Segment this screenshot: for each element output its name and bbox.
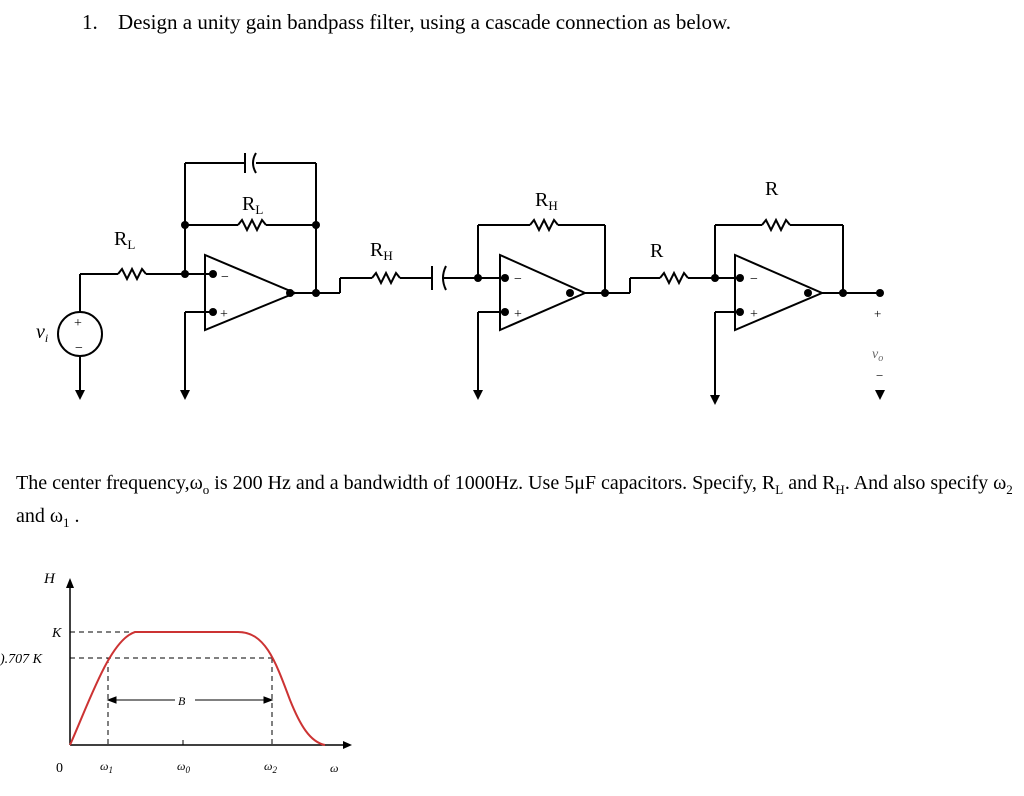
opamp-1-minus: −: [221, 270, 229, 285]
source-minus: −: [75, 341, 83, 356]
label-rh-feedback: RH: [535, 189, 558, 213]
label-rl-input: RL: [114, 228, 135, 252]
capacitor-1-curve: [252, 152, 257, 174]
resistor-rh-input-icon: [371, 270, 401, 286]
response-curve: [69, 631, 326, 746]
resistor-rh-feedback-icon: [529, 217, 559, 233]
opamp-3-minus: −: [750, 272, 758, 287]
resistor-rl-feedback-icon: [237, 217, 267, 233]
x-tick-w1: ω1: [100, 759, 113, 775]
resistor-r-input-icon: [659, 270, 689, 286]
label-vo: vo: [872, 347, 883, 364]
y-axis-label: H: [43, 571, 56, 587]
label-vo-minus: −: [876, 368, 883, 383]
opamp-2-plus: +: [514, 307, 522, 322]
y-tick-707: ).707 K: [0, 652, 43, 667]
problem-description: The center frequency,ωo is 200 Hz and a …: [16, 472, 1013, 530]
x-tick-w0: ω0: [177, 759, 190, 775]
resistor-r-feedback-icon: [761, 217, 791, 233]
source-plus: +: [74, 316, 82, 331]
frequency-response-graph: H K ).707 K B 0 ω1 ω0 ω2 ω: [0, 571, 352, 776]
circuit-diagram: RL RL RH RH R R vi vo + − + − − + − + − …: [36, 152, 885, 405]
opamp-3-plus: +: [750, 307, 758, 322]
opamp-1-plus: +: [220, 307, 228, 322]
label-vo-plus: +: [874, 306, 881, 321]
y-tick-k: K: [51, 626, 62, 641]
label-r-input: R: [650, 240, 664, 262]
bandwidth-label: B: [178, 694, 186, 708]
opamp-2-icon: [499, 253, 588, 332]
question-text: Design a unity gain bandpass filter, usi…: [118, 10, 732, 34]
opamp-2-minus: −: [514, 272, 522, 287]
x-tick-w2: ω2: [264, 759, 277, 775]
opamp-1-icon: [204, 253, 298, 332]
label-rl-feedback: RL: [242, 193, 263, 217]
question-number: 1.: [82, 10, 98, 34]
x-axis-label: ω: [330, 761, 338, 775]
x-axis-arrow: [343, 741, 352, 749]
resistor-rl-input-icon: [117, 266, 147, 282]
label-r-feedback: R: [765, 178, 779, 200]
opamp-3-icon: [734, 253, 825, 332]
origin-label: 0: [56, 761, 63, 776]
question-line: 1. Design a unity gain bandpass filter, u…: [82, 10, 731, 35]
label-rh-input: RH: [370, 239, 393, 263]
y-axis-arrow: [66, 578, 74, 588]
label-vi: vi: [36, 321, 48, 345]
